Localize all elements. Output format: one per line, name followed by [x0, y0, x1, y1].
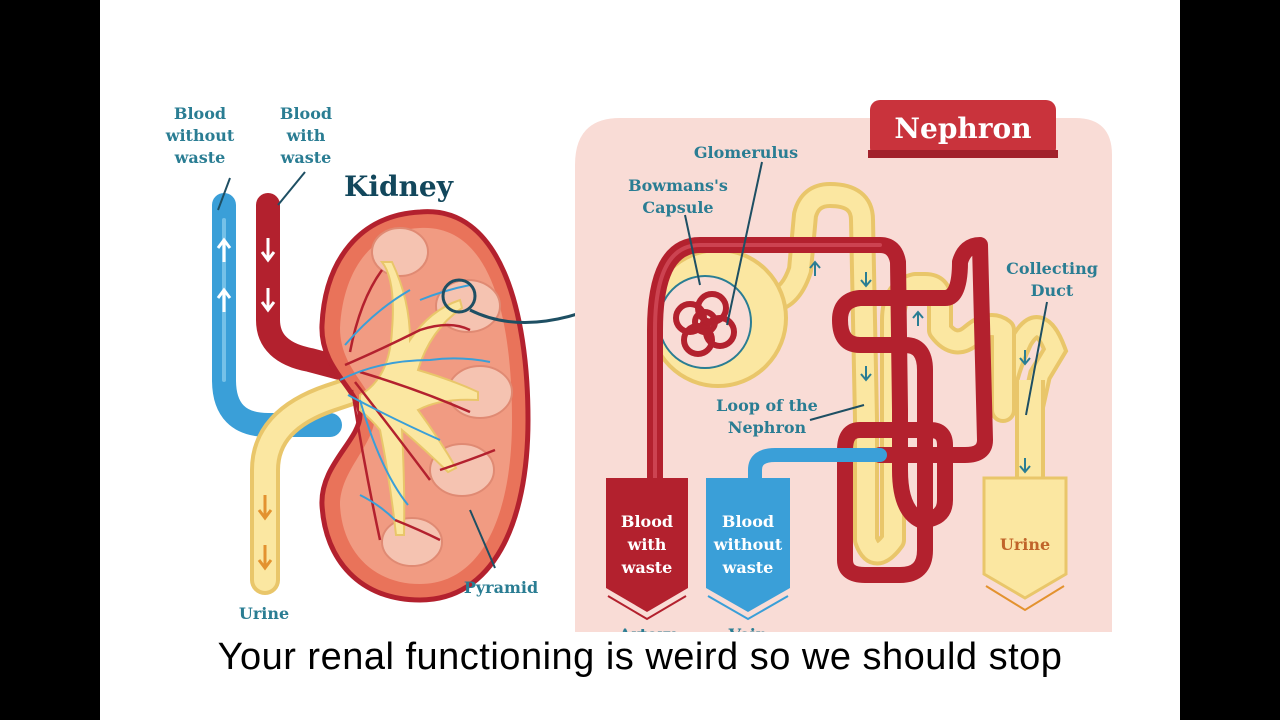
artery-pointer	[606, 478, 688, 612]
nephron-blood-vessels	[647, 237, 993, 583]
label-blood-without-waste-left: Blood without waste	[165, 104, 235, 167]
nephron-illustration: Nephron	[575, 100, 1112, 632]
kidney-arteries	[344, 269, 496, 542]
video-subtitle: Your renal functioning is weird so we sh…	[217, 636, 1063, 678]
label-blood-with-waste-left: Blood with waste	[280, 104, 332, 167]
caption-background	[100, 632, 1180, 720]
label-urine-left: Urine	[239, 604, 289, 623]
label-line: waste	[174, 148, 226, 167]
label-glomerulus: Glomerulus	[694, 143, 798, 162]
label-line: waste	[280, 148, 332, 167]
label-blood-with-waste-right: Blood with waste	[621, 512, 673, 577]
label-line: with	[627, 535, 667, 554]
vein-pointer	[706, 478, 790, 612]
urine-pointer	[982, 476, 1068, 600]
label-line: Blood	[722, 512, 774, 531]
renal-artery	[256, 193, 352, 380]
nephron-title: Nephron	[894, 112, 1031, 145]
label-line: without	[165, 126, 235, 145]
tubule-flow-arrows	[809, 260, 1031, 474]
label-bowmans-capsule: Bowmans's Capsule	[628, 176, 728, 217]
vein-flow-arrows	[216, 237, 232, 312]
label-line: without	[713, 535, 783, 554]
label-urine-right: Urine	[1000, 535, 1050, 554]
kidney-veins	[339, 284, 491, 521]
label-line: Duct	[1031, 281, 1074, 300]
nephron-title-banner	[870, 100, 1056, 158]
label-line: Blood	[174, 104, 226, 123]
kidney-title: Kidney	[344, 170, 454, 203]
label-pyramid: Pyramid	[464, 578, 538, 597]
nephron-location-marker	[441, 278, 477, 314]
kidney-illustration	[212, 171, 618, 603]
label-line: waste	[722, 558, 774, 577]
label-line: Bowmans's	[628, 176, 728, 195]
artery-flow-arrows	[260, 238, 276, 313]
label-line: Capsule	[642, 198, 713, 217]
urine-flow-arrows	[257, 495, 273, 571]
label-loop-of-nephron: Loop of the Nephron	[716, 396, 818, 437]
right-letterbox	[1180, 0, 1280, 720]
label-blood-without-waste-right: Blood without waste	[713, 512, 783, 577]
glomerulus	[673, 291, 737, 357]
label-line: waste	[621, 558, 673, 577]
label-collecting-duct: Collecting Duct	[1006, 259, 1098, 300]
label-line: Collecting	[1006, 259, 1098, 278]
left-letterbox	[0, 0, 100, 720]
label-line: with	[286, 126, 326, 145]
label-line: Blood	[621, 512, 673, 531]
label-line: Loop of the	[716, 396, 818, 415]
label-line: Blood	[280, 104, 332, 123]
nephron-vein	[748, 448, 887, 502]
label-line: Nephron	[728, 418, 807, 437]
